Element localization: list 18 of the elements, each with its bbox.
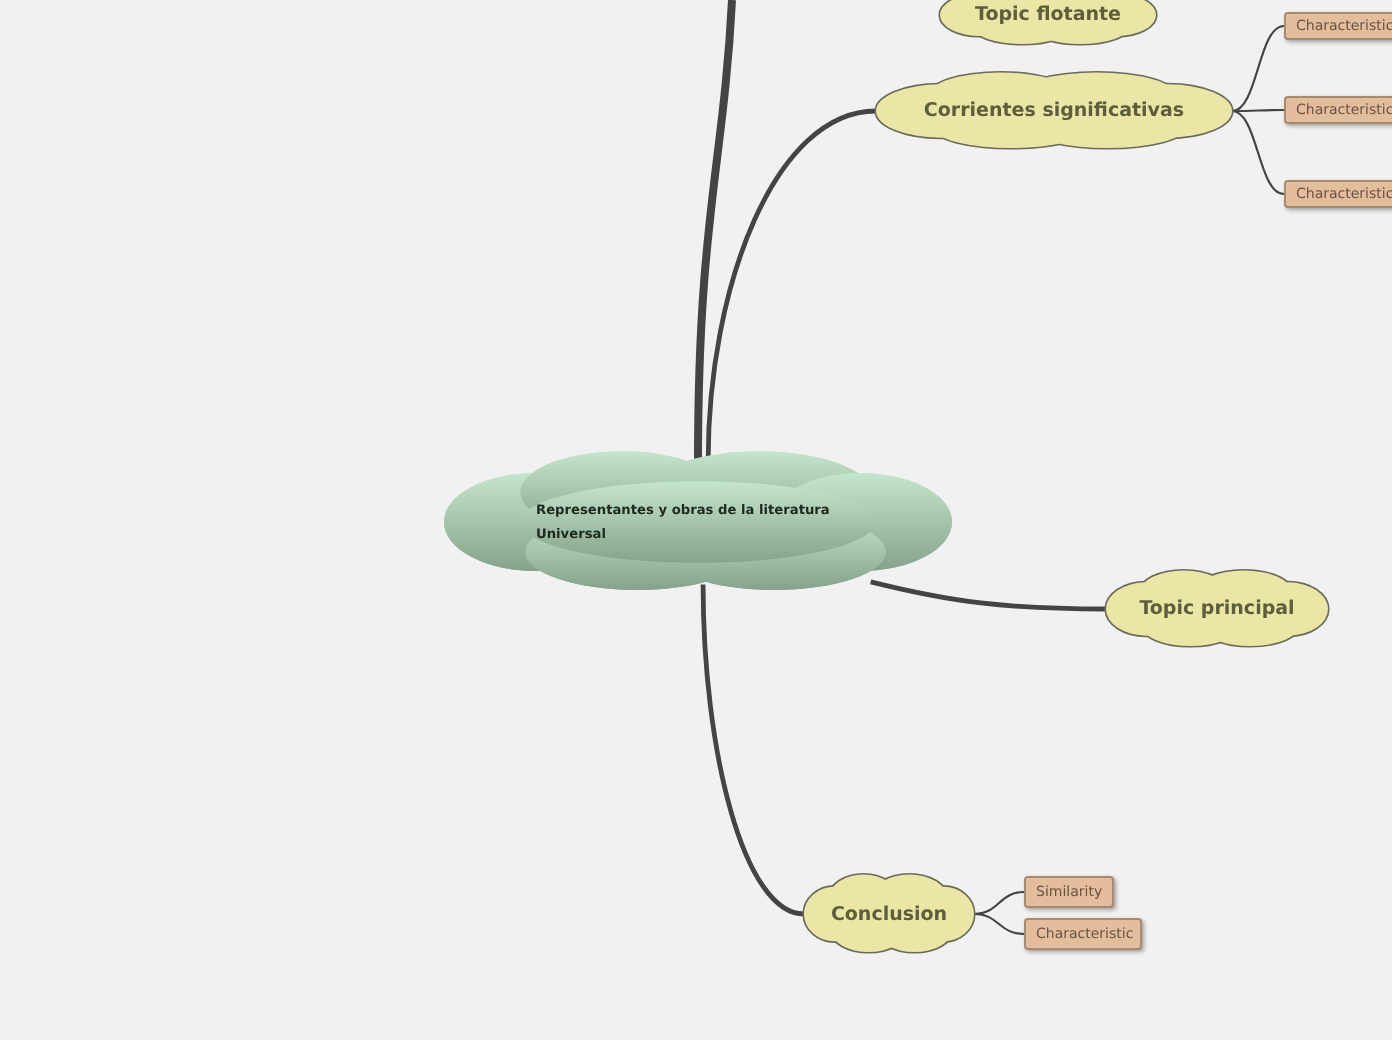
node-text: Topic flotante — [974, 4, 1121, 26]
topic-box — [1024, 918, 1142, 950]
connector-line — [1232, 108, 1284, 113]
topic-box — [1024, 876, 1114, 908]
connector-line — [1231, 24, 1285, 113]
topic-box — [1284, 96, 1392, 124]
connector-line — [700, 584, 805, 917]
topic-box — [1284, 12, 1392, 40]
connector-line — [870, 579, 1106, 612]
connector-line — [973, 912, 1025, 936]
node-text: Conclusion — [830, 903, 948, 925]
node-text: Corrientes significativas — [923, 100, 1185, 122]
connector-line — [705, 108, 877, 461]
node-text: Topic principal — [1139, 598, 1295, 620]
connector-line — [694, 0, 736, 461]
connector-line — [1231, 109, 1285, 196]
connector-line — [973, 890, 1025, 916]
topic-box — [1284, 180, 1392, 208]
